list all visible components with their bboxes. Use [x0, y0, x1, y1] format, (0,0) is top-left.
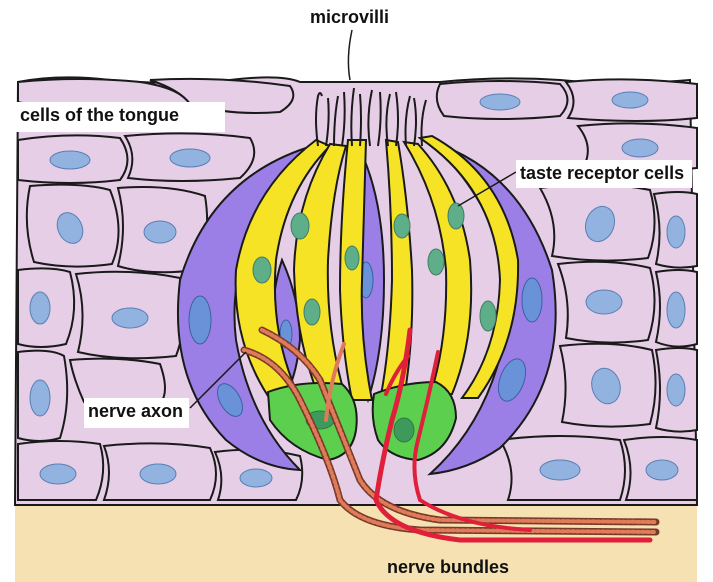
tongue-cells-label: cells of the tongue: [16, 102, 225, 132]
nerve-bundles-label: nerve bundles: [387, 556, 509, 578]
microvilli-label: microvilli: [310, 6, 389, 28]
microvilli-leader: [348, 30, 352, 80]
taste-receptor-cells-label: taste receptor cells: [516, 160, 692, 188]
nerve-axon-label: nerve axon: [84, 398, 189, 428]
